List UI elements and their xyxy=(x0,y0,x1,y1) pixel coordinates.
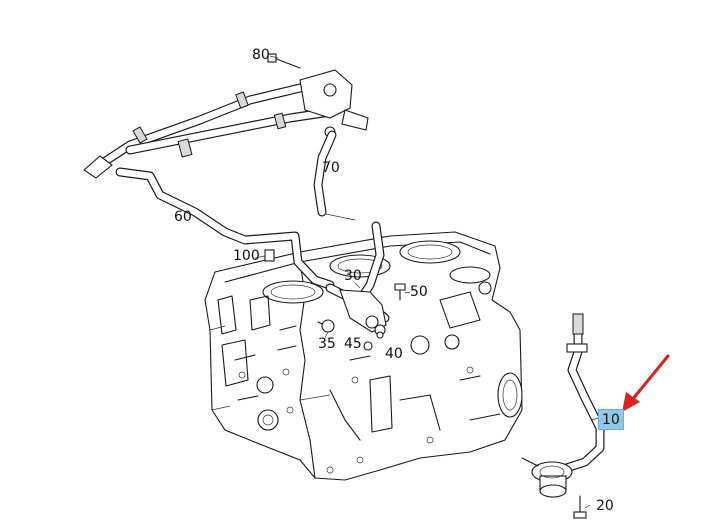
callout-20[interactable]: 20 xyxy=(596,498,614,514)
callout-35[interactable]: 35 xyxy=(318,336,336,352)
callout-70[interactable]: 70 xyxy=(322,160,340,176)
engine-block xyxy=(204,231,523,481)
coolant-pipe-assembly xyxy=(83,53,369,179)
callout-100[interactable]: 100 xyxy=(233,248,260,264)
callout-50[interactable]: 50 xyxy=(410,284,428,300)
callout-40[interactable]: 40 xyxy=(385,346,403,362)
hose-30 xyxy=(325,221,390,336)
callout-10-highlighted[interactable]: 10 xyxy=(598,409,624,430)
part-10-tube xyxy=(521,313,605,519)
hose-70 xyxy=(313,130,356,221)
callout-80[interactable]: 80 xyxy=(252,47,270,63)
leader-lines xyxy=(254,55,599,509)
hose-60 xyxy=(115,167,335,290)
small-parts xyxy=(264,249,406,351)
callout-30[interactable]: 30 xyxy=(344,268,362,284)
pointer-arrow xyxy=(622,354,670,412)
callout-45[interactable]: 45 xyxy=(344,336,362,352)
callout-60[interactable]: 60 xyxy=(174,209,192,225)
